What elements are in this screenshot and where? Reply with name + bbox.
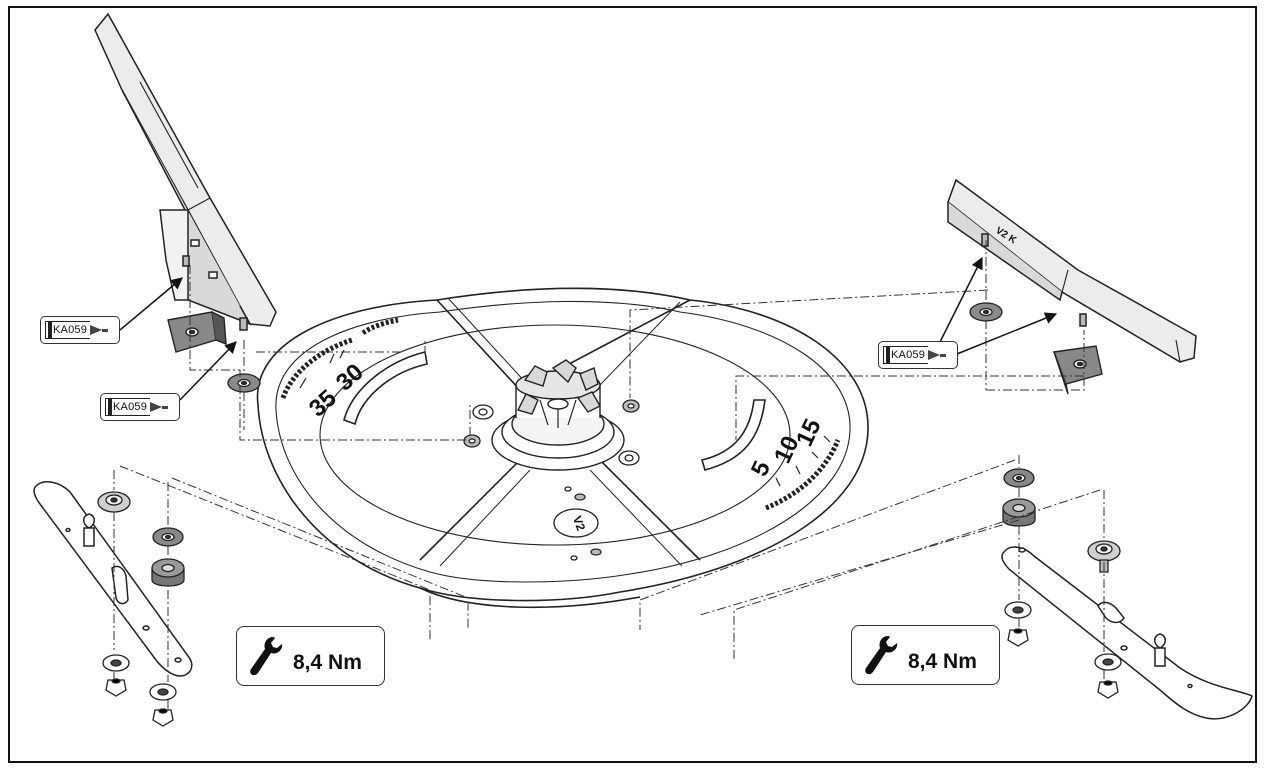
adhesive-tube-icon: KA059	[45, 321, 109, 339]
upper-left-arm	[94, 12, 277, 331]
lower-left-blade	[33, 480, 193, 677]
wrench-icon	[250, 637, 283, 676]
torque-callout-left: 8,4 Nm	[236, 626, 385, 686]
diagram-frame	[8, 6, 1257, 763]
adhesive-callout-right: KA059	[878, 341, 958, 369]
assembly-lines	[113, 240, 1105, 710]
left-washer	[227, 373, 261, 393]
disc-holes	[463, 399, 640, 561]
hub-mark-label: V2	[570, 514, 588, 533]
wrench-icon	[865, 636, 898, 675]
right-washer	[969, 302, 1003, 322]
adhesive-callout-left-lower: KA059	[100, 393, 180, 421]
height-scale-left	[280, 317, 399, 399]
height-scale-right	[765, 435, 841, 511]
left-mounting-clip	[167, 311, 227, 353]
disc-hub	[491, 359, 625, 471]
torque-callout-right: 8,4 Nm	[851, 625, 1000, 685]
lower-right-fasteners	[1002, 468, 1122, 699]
adhesive-tube-icon: KA059	[883, 346, 947, 364]
adhesive-tube-icon: KA059	[105, 398, 169, 416]
lower-right-blade	[1001, 546, 1253, 720]
adhesive-code: KA059	[53, 324, 88, 336]
leader-arrows	[119, 256, 1058, 401]
right-mounting-clip	[1053, 345, 1103, 395]
adhesive-callout-left-upper: KA059	[40, 316, 120, 344]
torque-value: 8,4 Nm	[293, 651, 362, 674]
torque-value: 8,4 Nm	[908, 650, 977, 673]
adhesive-code: KA059	[891, 349, 926, 361]
upper-right-arm	[947, 178, 1197, 364]
adhesive-code: KA059	[113, 401, 148, 413]
